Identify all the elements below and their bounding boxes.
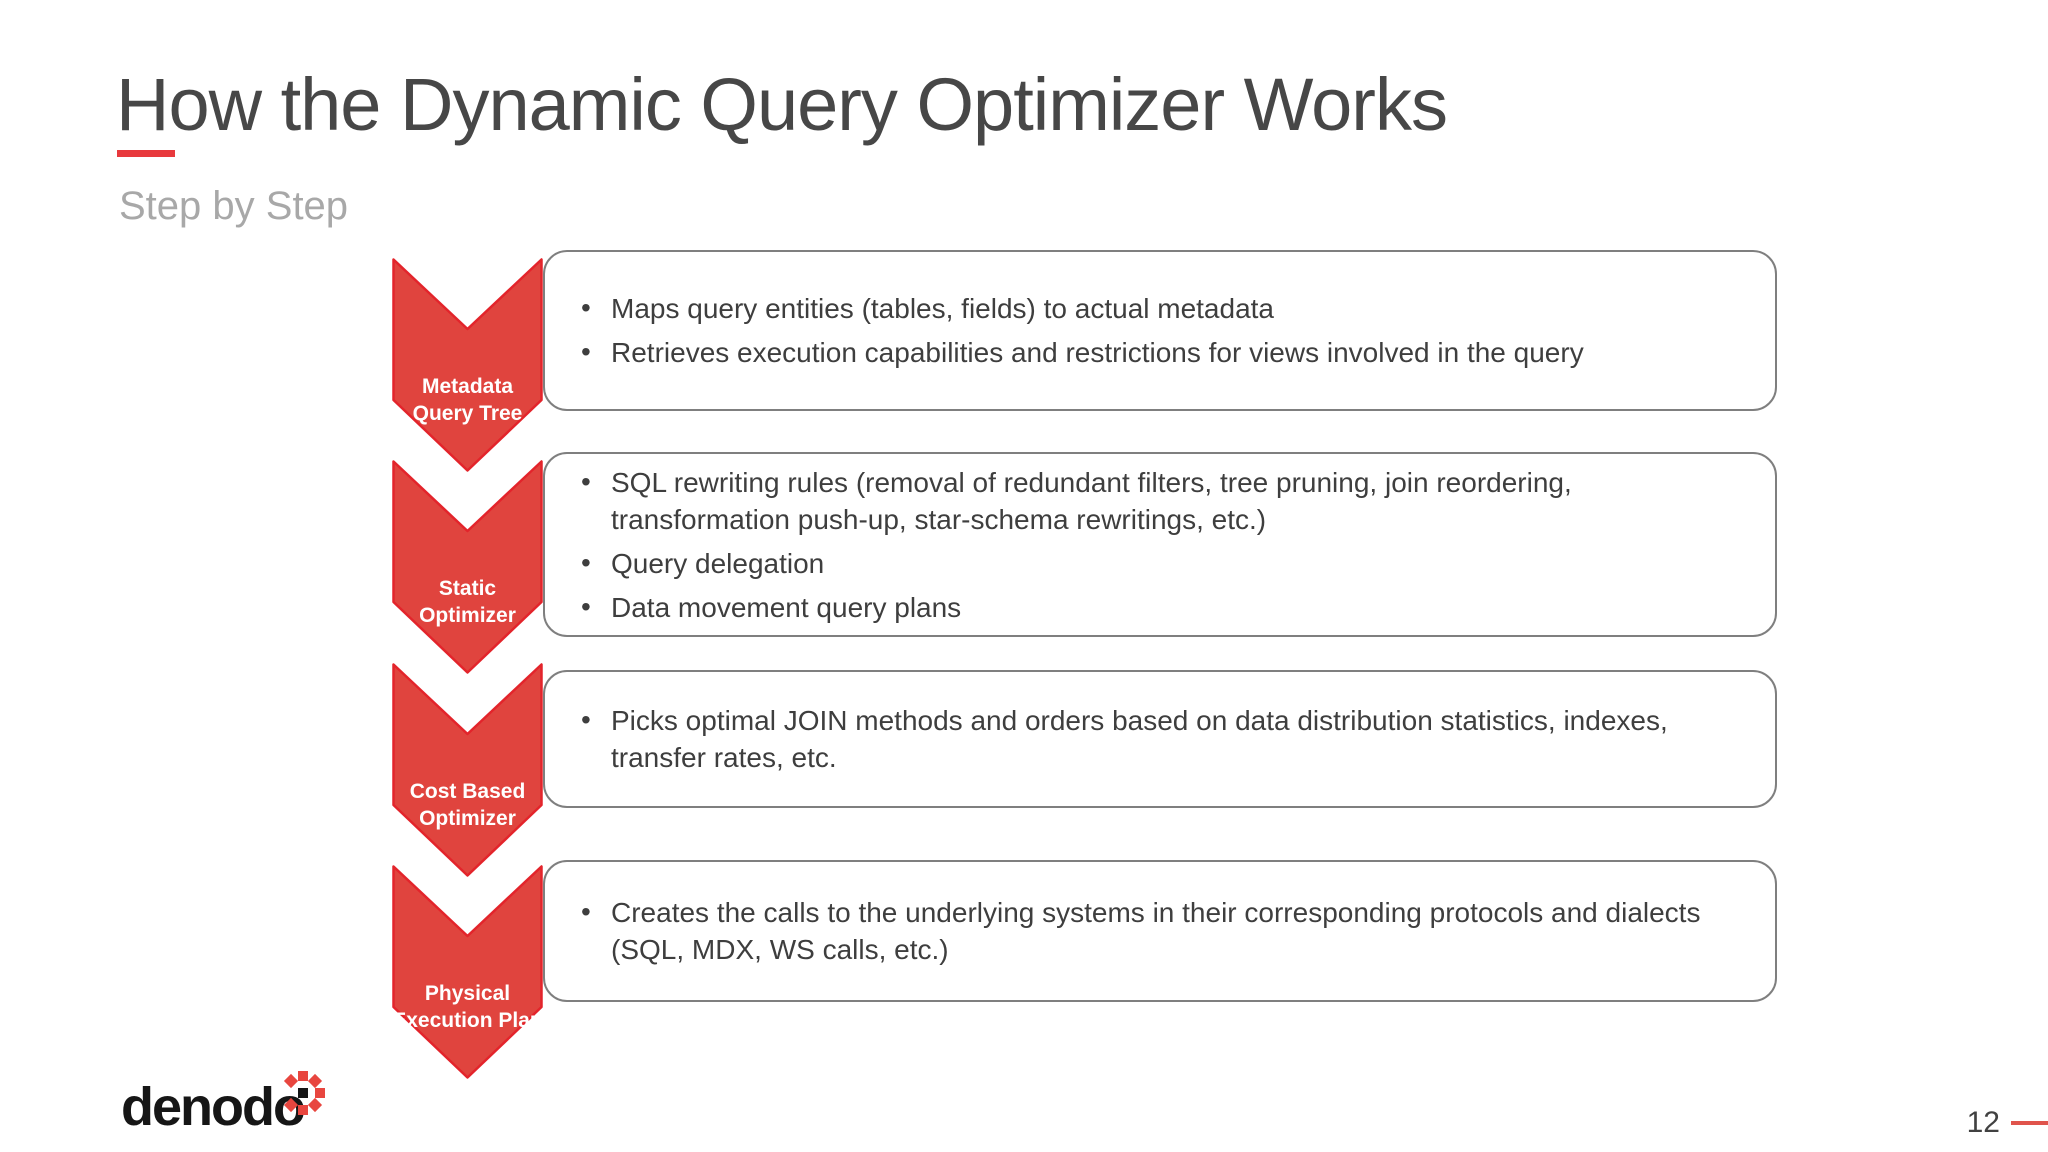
bullet-item: Picks optimal JOIN methods and orders ba… [575, 701, 1751, 776]
chevron-label-line: Execution Plan [392, 1009, 543, 1032]
logo-wordmark: denodo [121, 1077, 306, 1137]
chevron-label: Metadata Query Tree [392, 329, 543, 471]
bullet-item: Maps query entities (tables, fields) to … [575, 289, 1751, 327]
bullet-list: Picks optimal JOIN methods and orders ba… [545, 701, 1775, 776]
chevron-down-shape [392, 460, 543, 674]
chevron-step-4: Physical Execution Plan [392, 865, 543, 1080]
chevron-label-line: Static [438, 577, 497, 600]
bullet-item: Retrieves execution capabilities and res… [575, 333, 1751, 371]
footer-accent-line [2011, 1121, 2048, 1125]
title-accent-underline [117, 150, 175, 157]
logo-starburst-icon [280, 1070, 326, 1116]
bullet-item: Creates the calls to the underlying syst… [575, 893, 1751, 968]
step-box-2: SQL rewriting rules (removal of redundan… [543, 452, 1777, 637]
chevron-step-1: Metadata Query Tree [392, 258, 543, 473]
step-box-4: Creates the calls to the underlying syst… [543, 860, 1777, 1002]
chevron-label-line: Cost Based [409, 780, 526, 803]
bullet-item: SQL rewriting rules (removal of redundan… [575, 463, 1751, 538]
logo-dot [307, 1073, 323, 1089]
page-number: 12 [1966, 1106, 2000, 1139]
bullet-item: Query delegation [575, 544, 1751, 582]
chevron-label-line: Physical [424, 982, 511, 1005]
chevron-down-shape [392, 663, 543, 877]
chevron-step-2: Static Optimizer [392, 460, 543, 675]
chevron-label: Static Optimizer [392, 531, 543, 673]
chevron-step-3: Cost Based Optimizer [392, 663, 543, 878]
chevron-label: Cost Based Optimizer [392, 734, 543, 876]
chevron-down-shape [392, 865, 543, 1079]
denodo-logo: denodo [121, 1068, 341, 1138]
logo-dot [315, 1088, 325, 1098]
step-box-3: Picks optimal JOIN methods and orders ba… [543, 670, 1777, 808]
logo-center-square [298, 1088, 308, 1098]
chevron-label: Physical Execution Plan [392, 936, 543, 1078]
bullet-list: Maps query entities (tables, fields) to … [545, 289, 1775, 371]
logo-dot [283, 1073, 299, 1089]
logo-dot [283, 1097, 299, 1113]
chevron-down-shape [392, 258, 543, 472]
logo-dot [298, 1071, 308, 1081]
bullet-list: SQL rewriting rules (removal of redundan… [545, 463, 1775, 626]
logo-dot [307, 1097, 323, 1113]
chevron-label-line: Metadata [421, 375, 514, 398]
chevron-label-line: Optimizer [419, 807, 516, 830]
bullet-item: Data movement query plans [575, 588, 1751, 626]
chevron-label-line: Optimizer [419, 604, 516, 627]
slide-subtitle: Step by Step [119, 184, 349, 228]
logo-dot [298, 1105, 308, 1115]
chevron-label-line: Query Tree [412, 402, 523, 425]
page-title: How the Dynamic Query Optimizer Works [116, 63, 1448, 146]
bullet-list: Creates the calls to the underlying syst… [545, 893, 1775, 968]
step-box-1: Maps query entities (tables, fields) to … [543, 250, 1777, 411]
